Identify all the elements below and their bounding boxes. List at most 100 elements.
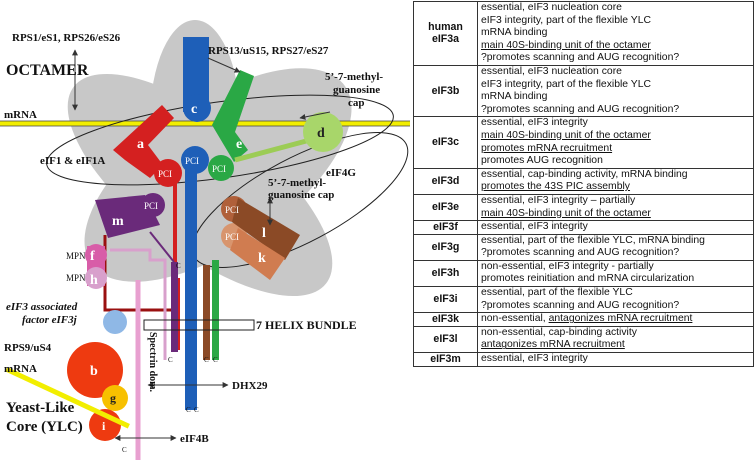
- subunit-name: eIF3i: [433, 293, 458, 306]
- mrna-bottom-label: mRNA: [4, 363, 37, 375]
- subunit-name: eIF3k: [431, 313, 460, 326]
- mrna-strand-top: [0, 120, 410, 127]
- eif4g-label: eIF4G: [326, 167, 356, 179]
- ylc-label-2: Core (YLC): [6, 419, 83, 435]
- subunit-f-label: f: [90, 249, 95, 264]
- subunit-name-cell: eIF3b: [413, 64, 478, 118]
- table-row: eIF3m essential, eIF3 integrity: [413, 352, 754, 367]
- function-line: promotes mRNA recruitment: [481, 142, 613, 154]
- rps9-label: RPS9/uS4: [4, 342, 52, 354]
- cap-mid-label-2: guanosine cap: [268, 189, 334, 201]
- subunit-function-cell: essential, cap-binding activity, mRNA bi…: [477, 167, 754, 195]
- table-row: eIF3e essential, eIF3 integrity – partial…: [413, 193, 754, 222]
- c-terminus-label: C: [213, 356, 218, 364]
- function-line: main 40S-binding unit of the octamer: [481, 129, 651, 141]
- subunit-function-cell: essential, eIF3 integrity: [477, 352, 754, 367]
- cap-top-label-1: 5’-7-methyl-: [325, 71, 383, 83]
- c-terminus-label: C: [204, 356, 209, 364]
- annotation-arrows: [72, 49, 331, 441]
- subunit-name: eIF3b: [431, 84, 460, 97]
- function-line: ?promotes scanning and AUG recognition?: [481, 247, 680, 259]
- function-line: essential, eIF3 integrity – partially: [481, 194, 636, 206]
- dhx29-label: DHX29: [232, 380, 268, 392]
- subunit-name: human: [428, 20, 463, 33]
- subunit-a-label: a: [137, 137, 144, 152]
- function-line: essential, part of the flexible YLC, mRN…: [481, 234, 705, 246]
- pci-label-a: PCI: [158, 169, 172, 179]
- subunit-function-cell: essential, eIF3 integrity: [477, 220, 754, 235]
- eif3-structure-diagram: RPS1/eS1, RPS26/eS26 OCTAMER RPS13/uS15,…: [0, 20, 410, 460]
- subunit-e: [208, 70, 254, 360]
- function-line: essential, eIF3 integrity: [481, 353, 588, 365]
- subunit-name: eIF3h: [431, 267, 460, 280]
- subunit-e-label: e: [236, 137, 242, 152]
- ylc-label-1: Yeast-Like: [6, 400, 75, 416]
- table-row: eIF3k non-essential, antagonizes mRNA rec…: [413, 312, 754, 327]
- subunit-name: eIF3m: [430, 353, 461, 366]
- function-line: promotes AUG recognition: [481, 155, 603, 167]
- subunit-name: eIF3a: [431, 33, 460, 46]
- c-terminus-label: C: [194, 406, 199, 414]
- subunit-d: [234, 112, 343, 163]
- helix-label: 7 HELIX BUNDLE: [256, 318, 357, 332]
- function-line: antagonizes mRNA recruitment: [481, 339, 625, 351]
- subunit-name: eIF3l: [433, 333, 458, 346]
- table-row: eIF3d essential, cap-binding activity, mR…: [413, 167, 754, 195]
- subunit-name-cell: eIF3d: [413, 167, 478, 195]
- subunit-function-cell: non-essential, eIF3 integrity - partiall…: [477, 259, 754, 288]
- pci-label-c: PCI: [185, 156, 199, 166]
- eif3j-label-1: eIF3 associated: [6, 301, 78, 313]
- eif3j-label-2: factor eIF3j: [22, 314, 78, 326]
- subunit-c: [181, 37, 211, 410]
- pci-label-l: PCI: [225, 205, 239, 215]
- subunit-function-cell: essential, part of the flexible YLC, mRN…: [477, 233, 754, 261]
- ylc-subunits: [5, 310, 130, 441]
- subunit-k-label: k: [258, 251, 266, 266]
- table-row: eIF3h non-essential, eIF3 integrity - par…: [413, 259, 754, 288]
- function-line: promotes reinitiation and mRNA circulari…: [481, 273, 695, 285]
- function-line: ?promotes scanning and AUG recognition?: [481, 299, 680, 311]
- subunit-d-label: d: [317, 126, 325, 141]
- function-segment: non-essential,: [481, 313, 549, 325]
- function-line: essential, cap-binding activity, mRNA bi…: [481, 168, 688, 180]
- pci-label-k: PCI: [225, 232, 239, 242]
- rps1-label: RPS1/eS1, RPS26/eS26: [12, 32, 121, 44]
- mrna-top-label: mRNA: [4, 109, 37, 121]
- function-line: essential, eIF3 integrity: [481, 117, 588, 129]
- subunit-name: eIF3d: [431, 175, 460, 188]
- subunit-i-label: i: [102, 419, 106, 433]
- function-line: ?promotes scanning and AUG recognition?: [481, 52, 680, 64]
- subunit-l-k: [203, 196, 300, 360]
- function-line: non-essential, eIF3 integrity - partiall…: [481, 260, 654, 272]
- subunit-name: eIF3e: [431, 201, 460, 214]
- table-row: eIF3i essential, part of the flexible YLC…: [413, 286, 754, 314]
- cap-top-label-2: guanosine: [333, 84, 380, 96]
- subunit-c-label: c: [191, 102, 197, 117]
- helix-bundle-box: [143, 319, 255, 331]
- cap-top-label-3: cap: [348, 97, 365, 109]
- function-line: non-essential, antagonizes mRNA recruitm…: [481, 313, 750, 326]
- subunit-f-h: [85, 244, 167, 460]
- subunit-name-cell: eIF3c: [413, 116, 478, 169]
- function-line: mRNA binding: [481, 91, 548, 103]
- subunit-name-cell: eIF3k: [413, 312, 478, 327]
- subunit-l-label: l: [262, 226, 266, 241]
- cap-mid-label-1: 5’-7-methyl-: [268, 177, 326, 189]
- subunit-name-cell: eIF3l: [413, 325, 478, 354]
- function-line: eIF3 integrity, part of the flexible YLC: [481, 78, 651, 90]
- pci-label-m: PCI: [144, 201, 158, 211]
- function-line: mRNA binding: [481, 27, 548, 39]
- subunit-function-cell: essential, part of the flexible YLC?prom…: [477, 286, 754, 314]
- c-terminus-label: C: [176, 262, 181, 270]
- rps13-label: RPS13/uS15, RPS27/eS27: [208, 45, 329, 57]
- subunit-g-label: g: [110, 391, 116, 405]
- subunit-name-cell: eIF3f: [413, 220, 478, 235]
- subunit-name-cell: eIF3m: [413, 352, 478, 367]
- function-line: main 40S-binding unit of the octamer: [481, 39, 651, 51]
